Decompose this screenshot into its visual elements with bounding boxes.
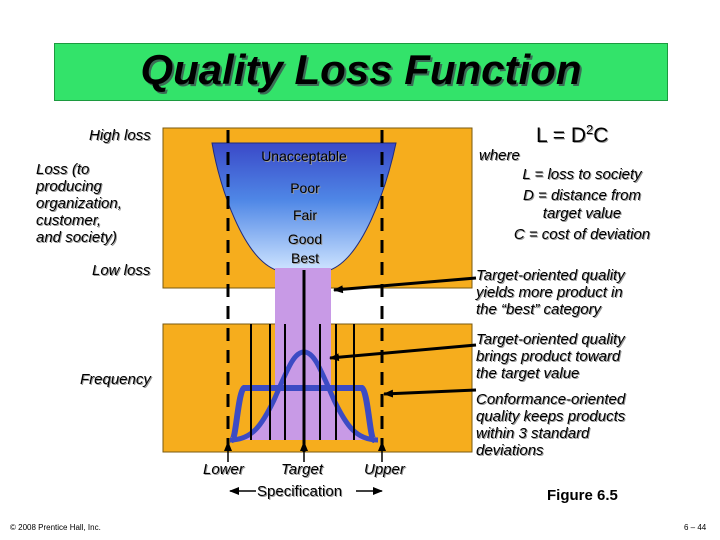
low-loss-label: Low loss <box>92 262 151 279</box>
where-line-l: L = loss to society <box>522 166 642 183</box>
loss-description-line-3: organization, <box>36 195 122 212</box>
annotation-best-line-3: the “best” category <box>476 301 602 318</box>
frequency-label: Frequency <box>80 371 151 388</box>
figure-caption: Figure 6.5 <box>547 487 618 504</box>
annotation-arrow-target <box>329 343 477 362</box>
specification-label: Specification <box>257 483 343 500</box>
annotation-conformance-line-3: within 3 standard <box>476 425 590 442</box>
annotation-target-line-3: the target value <box>476 365 580 382</box>
annotation-conformance-line-2: quality keeps products <box>476 408 626 425</box>
loss-description-line-1: Loss (to <box>36 161 90 178</box>
loss-description-line-5: and society) <box>36 229 117 246</box>
target-spec-label: Target <box>281 461 323 478</box>
annotation-target-line-1: Target-oriented quality <box>476 331 625 348</box>
page-number: 6 – 44 <box>684 523 707 532</box>
annotation-arrow-conformance <box>383 388 477 398</box>
level-good: Good <box>287 231 323 247</box>
annotation-target-line-2: brings product toward <box>476 348 621 365</box>
level-best: Best <box>290 250 319 266</box>
slide-title: Quality Loss Function <box>140 46 582 93</box>
spec-limit-lines <box>226 130 384 452</box>
where-line-d2: target value <box>542 205 622 222</box>
annotation-best-line-1: Target-oriented quality <box>476 267 625 284</box>
copyright-notice: © 2008 Prentice Hall, Inc. <box>10 523 101 532</box>
annotation-conformance-line-1: Conformance-oriented <box>476 391 626 408</box>
level-fair: Fair <box>292 207 318 223</box>
loss-description-line-4: customer, <box>36 212 102 229</box>
lower-spec-label: Lower <box>203 461 244 478</box>
level-unacceptable: Unacceptable <box>261 148 347 164</box>
where-heading: where <box>479 147 520 164</box>
level-poor: Poor <box>290 180 320 196</box>
formula-lhs: L = D <box>536 124 586 147</box>
loss-formula: L = D2C <box>536 118 608 148</box>
title-banner: Quality Loss Function <box>54 43 668 101</box>
histogram-bars <box>250 324 355 440</box>
annotation-best-line-2: yields more product in <box>476 284 623 301</box>
formula-rhs: C <box>593 124 609 147</box>
loss-description-line-2: producing <box>36 178 102 195</box>
high-loss-label: High loss <box>89 127 151 144</box>
annotation-conformance-line-4: deviations <box>476 442 544 459</box>
where-line-c: C = cost of deviation <box>513 226 651 243</box>
formula-exponent: 2 <box>586 122 594 137</box>
where-line-d: D = distance from <box>523 187 641 204</box>
upper-spec-label: Upper <box>364 461 405 478</box>
annotation-arrow-best <box>333 276 477 294</box>
